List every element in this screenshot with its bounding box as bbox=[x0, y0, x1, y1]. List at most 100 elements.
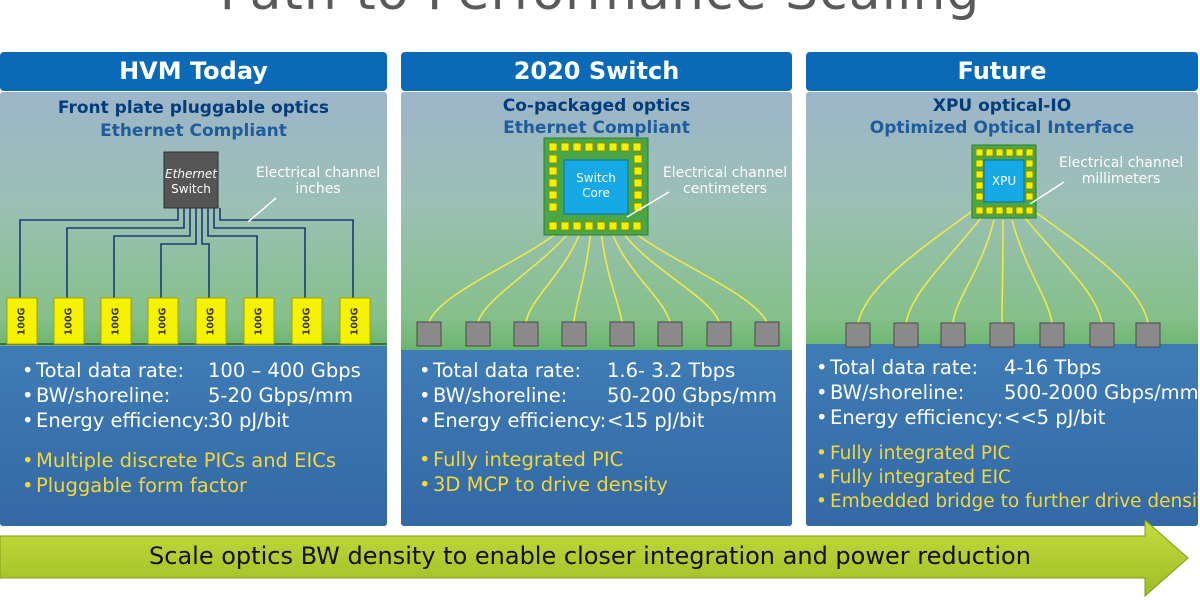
pluggable-module bbox=[291, 297, 323, 345]
module-label-text: 100G bbox=[157, 307, 169, 335]
optical-port bbox=[1135, 322, 1161, 348]
feature-bullet-text: 3D MCP to drive density bbox=[433, 473, 668, 496]
stats-list: •Total data rate:4-16 Tbps •BW/shoreline… bbox=[816, 355, 1198, 430]
optical-port bbox=[609, 321, 635, 347]
module-label: 100G bbox=[340, 300, 370, 342]
stat-value: 5-20 Gbps/mm bbox=[208, 384, 354, 407]
feature-bullet-text: Fully integrated EIC bbox=[830, 467, 1011, 488]
stat-value: 1.6- 3.2 Tbps bbox=[607, 359, 736, 382]
module-label-text: 100G bbox=[253, 307, 265, 335]
stats-panel bbox=[806, 344, 1198, 526]
annotation-line1: Electrical channel bbox=[255, 165, 381, 181]
feature-bullet-text: Fully integrated PIC bbox=[433, 448, 624, 471]
column-hvm-today: HVM Today Front plate pluggable optics E… bbox=[0, 52, 387, 526]
annotation-pointer bbox=[247, 197, 277, 223]
pluggable-modules bbox=[6, 297, 371, 345]
stat-label: Energy efficiency: bbox=[830, 406, 1004, 429]
column-subtitle-2: Ethernet Compliant bbox=[503, 118, 690, 138]
column-subtitle: Co-packaged optics bbox=[502, 96, 691, 116]
pluggable-module bbox=[147, 297, 179, 345]
optical-ports bbox=[845, 322, 1161, 348]
stat-value: 30 pJ/bit bbox=[208, 409, 290, 432]
stat-row: •Total data rate:100 – 400 Gbps bbox=[22, 359, 361, 382]
annotation-pointer bbox=[626, 191, 670, 218]
column-2020-switch: 2020 Switch Co-packaged optics Ethernet … bbox=[401, 52, 792, 526]
pluggable-module bbox=[100, 297, 132, 345]
stat-row: •Total data rate:4-16 Tbps bbox=[816, 356, 1102, 379]
optical-port bbox=[754, 321, 780, 347]
pluggable-diagram bbox=[0, 151, 387, 345]
stat-label: Energy efficiency: bbox=[433, 409, 607, 432]
column-subtitle-2: Ethernet Compliant bbox=[100, 121, 287, 141]
stat-label: BW/shoreline: bbox=[36, 384, 171, 407]
stat-row: •Energy efficiency:30 pJ/bit bbox=[22, 409, 290, 432]
stat-row: •BW/shoreline:500-2000 Gbps/mm bbox=[816, 381, 1198, 404]
column-subtitle-2: Optimized Optical Interface bbox=[869, 118, 1135, 138]
optical-io-diagram bbox=[845, 144, 1161, 348]
chip-label: Switch Core bbox=[564, 171, 628, 201]
feature-bullet-text: Fully integrated PIC bbox=[830, 443, 1011, 464]
module-label: 100G bbox=[196, 300, 226, 342]
column-body: Front plate pluggable optics Ethernet Co… bbox=[0, 92, 387, 526]
stat-row: •Energy efficiency:<15 pJ/bit bbox=[419, 409, 705, 432]
optical-port bbox=[561, 321, 587, 347]
arrow-banner-text: Scale optics BW density to enable closer… bbox=[149, 542, 1031, 570]
stats-list: •Total data rate:1.6- 3.2 Tbps •BW/shore… bbox=[419, 358, 777, 433]
annotation-pointer bbox=[1029, 181, 1065, 205]
module-label-text: 100G bbox=[301, 307, 313, 335]
optical-ports bbox=[416, 321, 780, 347]
optical-fibers bbox=[428, 229, 768, 323]
optical-port bbox=[1089, 322, 1115, 348]
module-label: 100G bbox=[292, 300, 322, 342]
feature-bullet: •Fully integrated EIC bbox=[816, 467, 1011, 488]
switch-core-die bbox=[563, 159, 629, 215]
pluggable-module bbox=[195, 297, 227, 345]
module-label-text: 100G bbox=[63, 307, 75, 335]
feature-bullets: •Fully integrated PIC •3D MCP to drive d… bbox=[419, 447, 668, 497]
optical-port bbox=[513, 321, 539, 347]
co-packaged-diagram bbox=[416, 137, 780, 347]
stat-row: •Total data rate:1.6- 3.2 Tbps bbox=[419, 359, 736, 382]
feature-bullet: •Multiple discrete PICs and EICs bbox=[22, 449, 336, 472]
stats-panel bbox=[0, 346, 387, 526]
column-header: HVM Today bbox=[0, 52, 387, 91]
stat-row: •BW/shoreline:5-20 Gbps/mm bbox=[22, 384, 354, 407]
optical-fibers bbox=[857, 211, 1149, 324]
column-header: 2020 Switch bbox=[401, 52, 792, 91]
module-label-text: 100G bbox=[110, 307, 122, 335]
feature-bullet: •3D MCP to drive density bbox=[419, 473, 668, 496]
module-label: 100G bbox=[54, 300, 84, 342]
chip-label-line2: Core bbox=[582, 186, 610, 200]
io-pads bbox=[548, 142, 643, 231]
optical-port bbox=[706, 321, 732, 347]
stat-label: BW/shoreline: bbox=[830, 381, 965, 404]
stat-value: 500-2000 Gbps/mm bbox=[1004, 381, 1198, 404]
module-label-text: 100G bbox=[205, 307, 217, 335]
optical-port bbox=[1039, 322, 1065, 348]
column-body: Co-packaged optics Ethernet Compliant bbox=[401, 92, 792, 526]
stat-value: <<5 pJ/bit bbox=[1004, 406, 1106, 429]
pluggable-module bbox=[6, 297, 38, 345]
module-label-text: 100G bbox=[349, 307, 361, 335]
optical-port bbox=[989, 322, 1015, 348]
chip-label: XPU bbox=[984, 174, 1024, 189]
chip-label: Ethernet Switch bbox=[164, 167, 218, 197]
optical-port bbox=[845, 322, 871, 348]
annotation-line1: Electrical channel bbox=[662, 165, 788, 181]
feature-bullet-text: Multiple discrete PICs and EICs bbox=[36, 449, 336, 472]
column-header: Future bbox=[806, 52, 1198, 91]
stat-value: 50-200 Gbps/mm bbox=[607, 384, 777, 407]
column-subtitle: XPU optical-IO bbox=[932, 96, 1072, 116]
annotation-line1: Electrical channel bbox=[1058, 155, 1184, 171]
feature-bullet: •Fully integrated PIC bbox=[816, 443, 1011, 464]
optical-port bbox=[416, 321, 442, 347]
pluggable-module bbox=[53, 297, 85, 345]
channel-annotation: Electrical channel inches bbox=[248, 165, 387, 197]
channel-annotation: Electrical channel millimeters bbox=[1046, 155, 1196, 187]
feature-bullet: •Embedded bridge to further drive densit… bbox=[816, 490, 1198, 514]
annotation-line2: millimeters bbox=[1081, 171, 1161, 187]
feature-bullet: •Pluggable form factor bbox=[22, 474, 248, 497]
feature-bullet: •Fully integrated PIC bbox=[419, 448, 624, 471]
chip-label-line1: XPU bbox=[991, 174, 1017, 188]
io-pads bbox=[975, 148, 1034, 215]
